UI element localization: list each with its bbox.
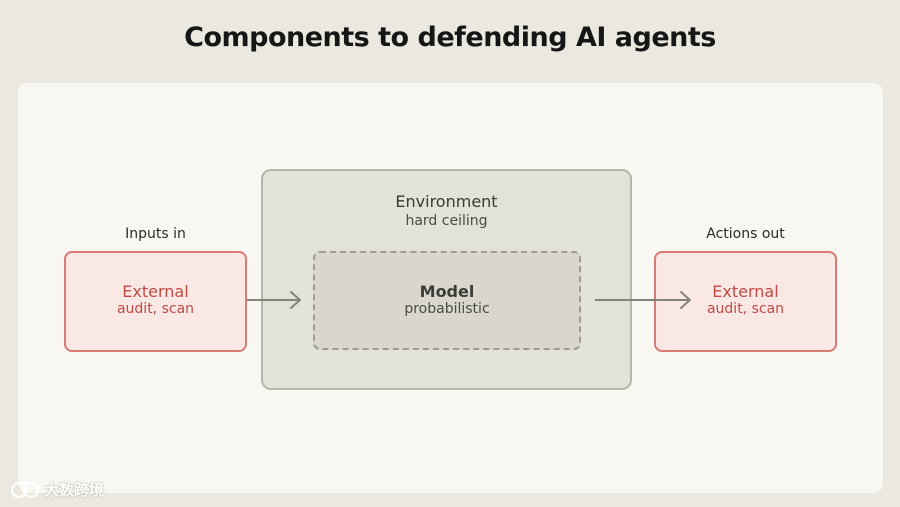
model-box xyxy=(313,251,581,350)
output-arrow xyxy=(595,291,691,309)
input-arrow xyxy=(247,291,301,309)
watermark-text: 大数跨境 xyxy=(44,480,105,499)
input-external-subtitle: audit, scan xyxy=(116,301,195,317)
model-subtitle: probabilistic xyxy=(404,301,490,317)
input-external-title: External xyxy=(122,282,189,301)
model-title: Model xyxy=(419,282,475,301)
environment-title: Environment xyxy=(395,192,498,211)
output-external-box xyxy=(654,251,837,352)
inputs-label: Inputs in xyxy=(125,226,186,242)
diagram-title: Components to defending AI agents xyxy=(184,22,716,53)
watermark-logo-icon xyxy=(10,481,40,499)
outputs-label: Actions out xyxy=(706,226,785,242)
output-external-title: External xyxy=(712,282,779,301)
environment-subtitle: hard ceiling xyxy=(405,213,488,229)
watermark: 大数跨境 xyxy=(10,478,104,500)
output-external-subtitle: audit, scan xyxy=(706,301,785,317)
input-external-box xyxy=(64,251,247,352)
